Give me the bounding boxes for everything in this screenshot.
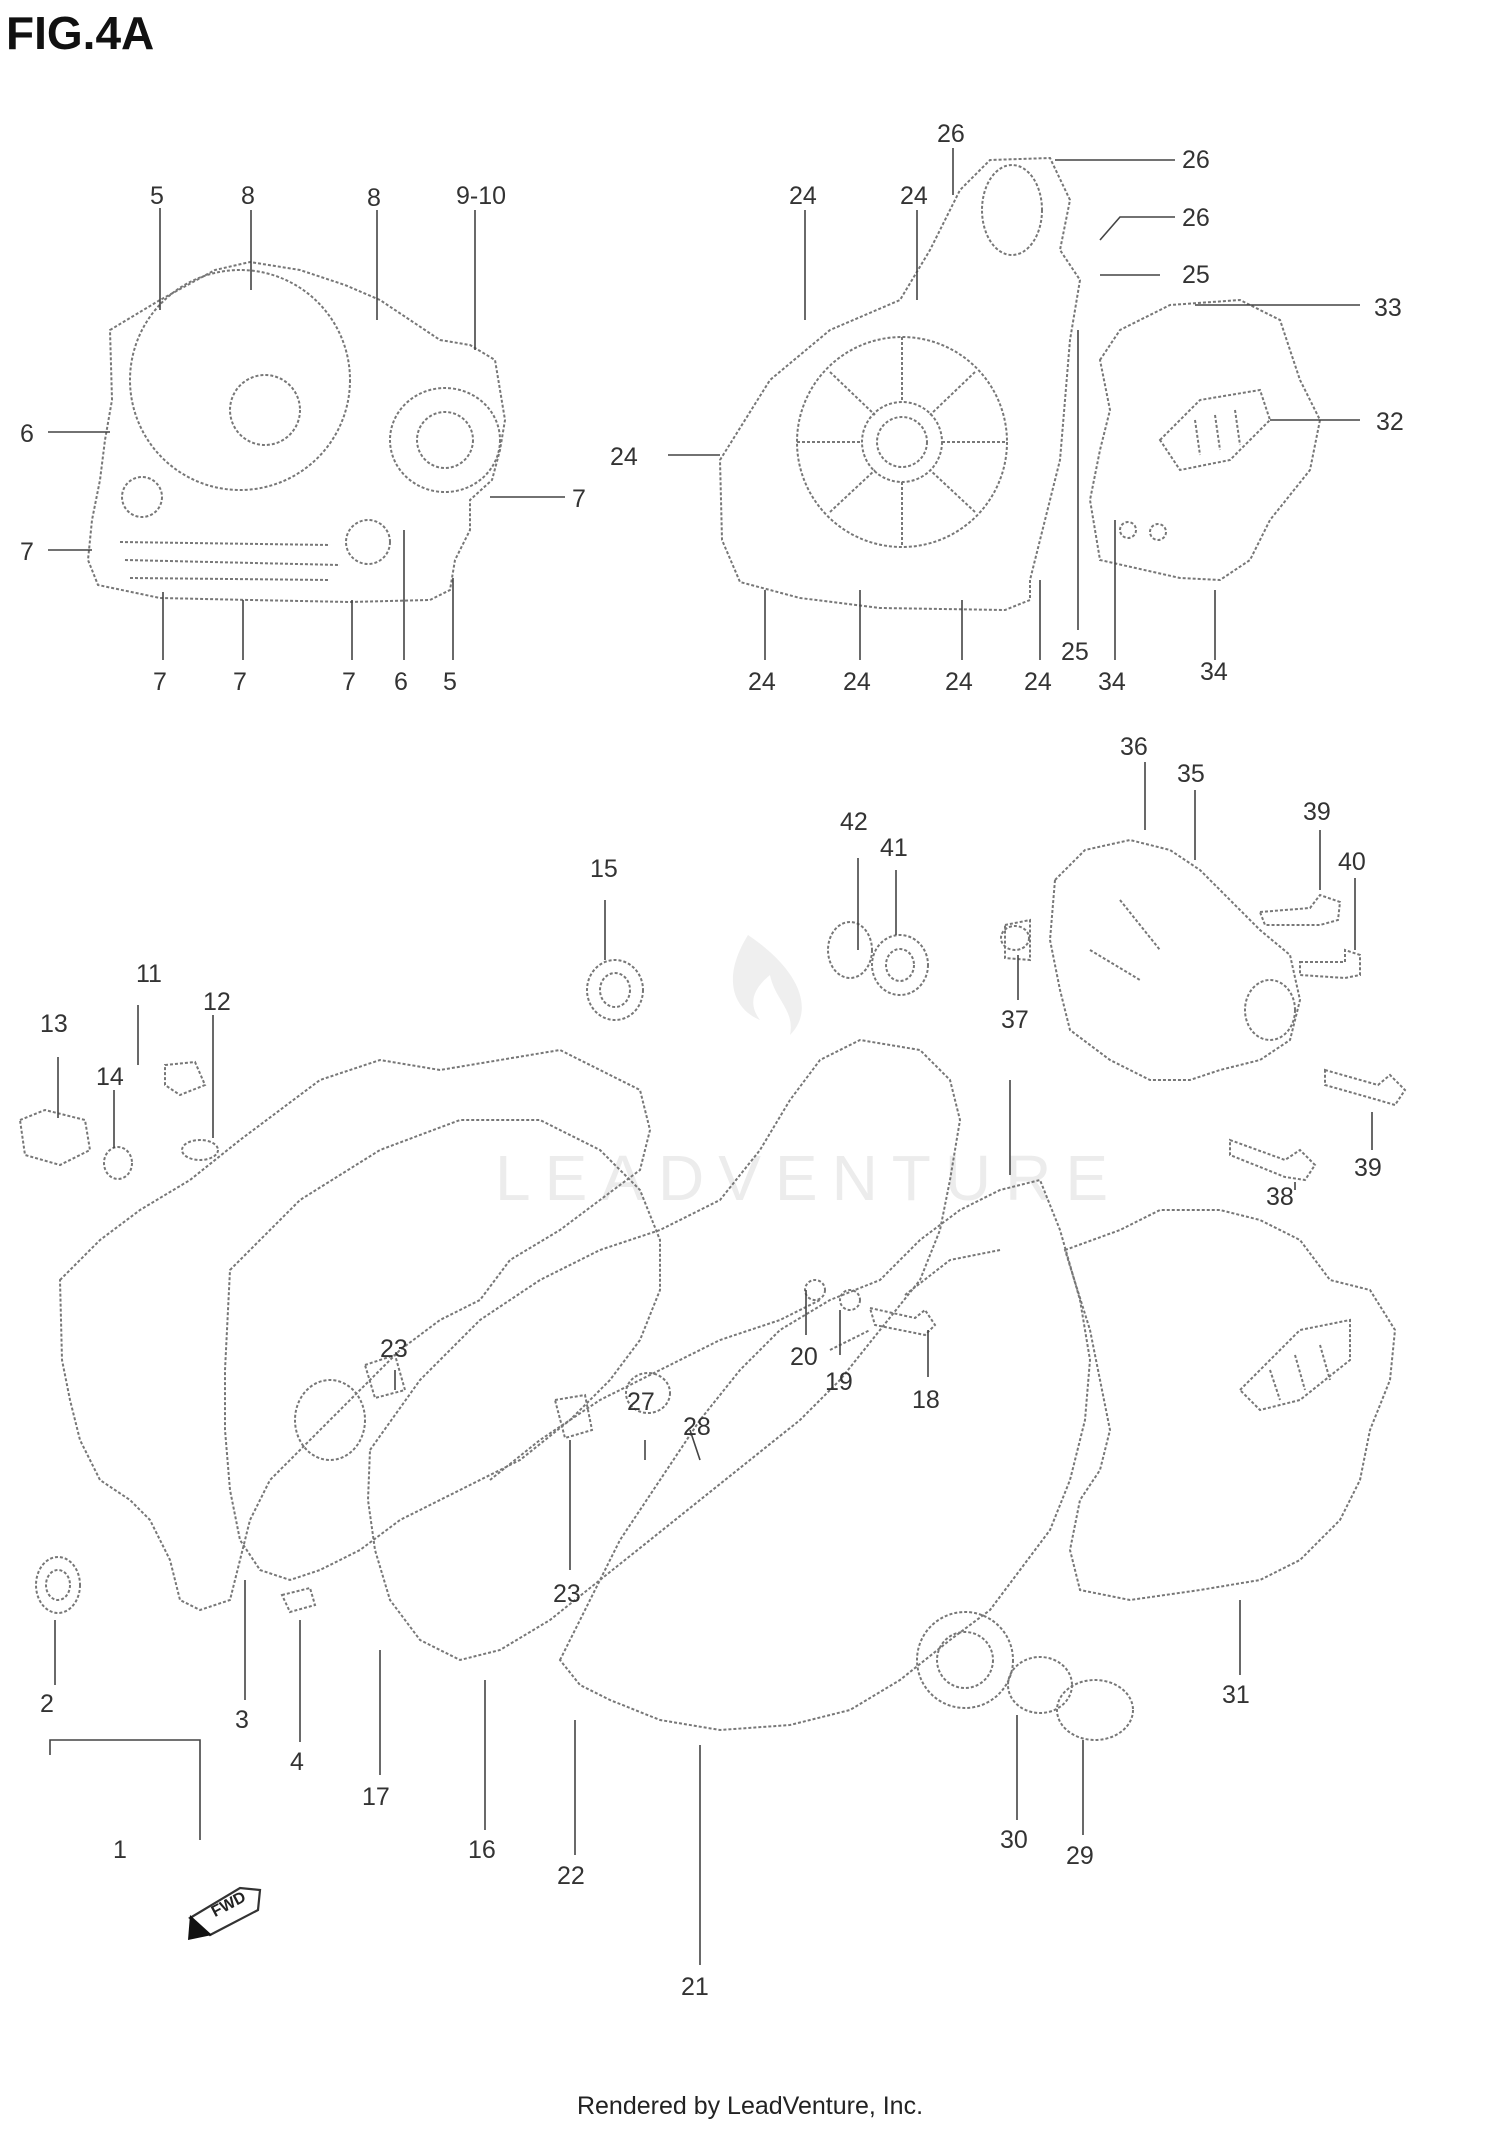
callout-label: 7 [233,668,247,696]
callout-label: 3 [235,1706,249,1734]
callout-label: 23 [553,1580,581,1608]
callout-label: 24 [1024,668,1052,696]
callout-label: 35 [1177,760,1205,788]
callout-label: 28 [683,1413,711,1441]
footer-credit: Rendered by LeadVenture, Inc. [576,2092,924,2120]
callout-label: 29 [1066,1842,1094,1870]
callout-label: 38 [1266,1183,1294,1211]
callout-label: 8 [241,182,255,210]
callout-label: 30 [1000,1826,1028,1854]
callout-label: 34 [1200,658,1228,686]
callout-label: 33 [1374,294,1402,322]
leader-lines [48,148,1373,1965]
clutch-cover [86,260,507,604]
callout-label: 25 [1182,261,1210,289]
callout-label: 7 [20,538,34,566]
callout-label: 7 [153,668,167,696]
callout-label: 14 [96,1063,124,1091]
callout-label: 24 [900,182,928,210]
callout-label: 26 [937,120,965,148]
callout-label: 32 [1376,408,1404,436]
callout-label: 16 [468,1836,496,1864]
callout-label: 24 [748,668,776,696]
callout-label: 41 [880,834,908,862]
callout-label: 40 [1338,848,1366,876]
callout-label: 36 [1120,733,1148,761]
bolts-38-40 [1229,893,1407,1182]
callout-label: 34 [1098,668,1126,696]
callout-label: 1 [113,1836,127,1864]
callout-label: 7 [572,485,586,513]
callout-label: 42 [840,808,868,836]
callout-label: 20 [790,1343,818,1371]
callout-label: 27 [627,1388,655,1416]
callout-label: 17 [362,1783,390,1811]
callout-label: 7 [342,668,356,696]
pump-cover [1000,838,1302,1081]
callout-label: 6 [20,420,34,448]
callout-label: 26 [1182,146,1210,174]
fwd-arrow: FWD [188,1886,262,1940]
callout-label: 26 [1182,204,1210,232]
callout-label: 2 [40,1690,54,1718]
callout-label: 24 [610,443,638,471]
callout-label: 9-10 [456,182,506,210]
callout-label: 19 [825,1368,853,1396]
callout-label: 23 [380,1335,408,1363]
callout-label: 18 [912,1386,940,1414]
callout-label: 4 [290,1748,304,1776]
callout-label: 24 [789,182,817,210]
callout-label: 39 [1354,1154,1382,1182]
callout-label: 13 [40,1010,68,1038]
callout-label: 6 [394,668,408,696]
watermark: LEADVENTURE [495,935,1122,1214]
callout-label: 31 [1222,1681,1250,1709]
callout-label: 24 [945,668,973,696]
callout-label: 24 [843,668,871,696]
callout-label: 5 [443,668,457,696]
callout-label: 8 [367,184,381,212]
callout-labels: 5 8 8 9-10 6 7 7 7 7 7 6 5 26 26 26 24 2… [20,120,1404,2001]
watermark-text: LEADVENTURE [495,1142,1122,1214]
callout-label: 15 [590,855,618,883]
callout-label: 37 [1001,1006,1029,1034]
sprocket-cover [1088,298,1322,582]
small-parts [18,918,1134,1741]
callout-label: 11 [136,960,162,988]
figure-title: FIG.4A [6,7,155,59]
callout-label: 5 [150,182,164,210]
callout-label: 21 [681,1973,709,2001]
callout-label: 12 [203,988,231,1016]
magneto-cover [718,156,1082,612]
callout-label: 39 [1303,798,1331,826]
callout-label: 22 [557,1862,585,1890]
crankcase-assembly [58,1038,1397,1732]
callout-label: 25 [1061,638,1089,666]
